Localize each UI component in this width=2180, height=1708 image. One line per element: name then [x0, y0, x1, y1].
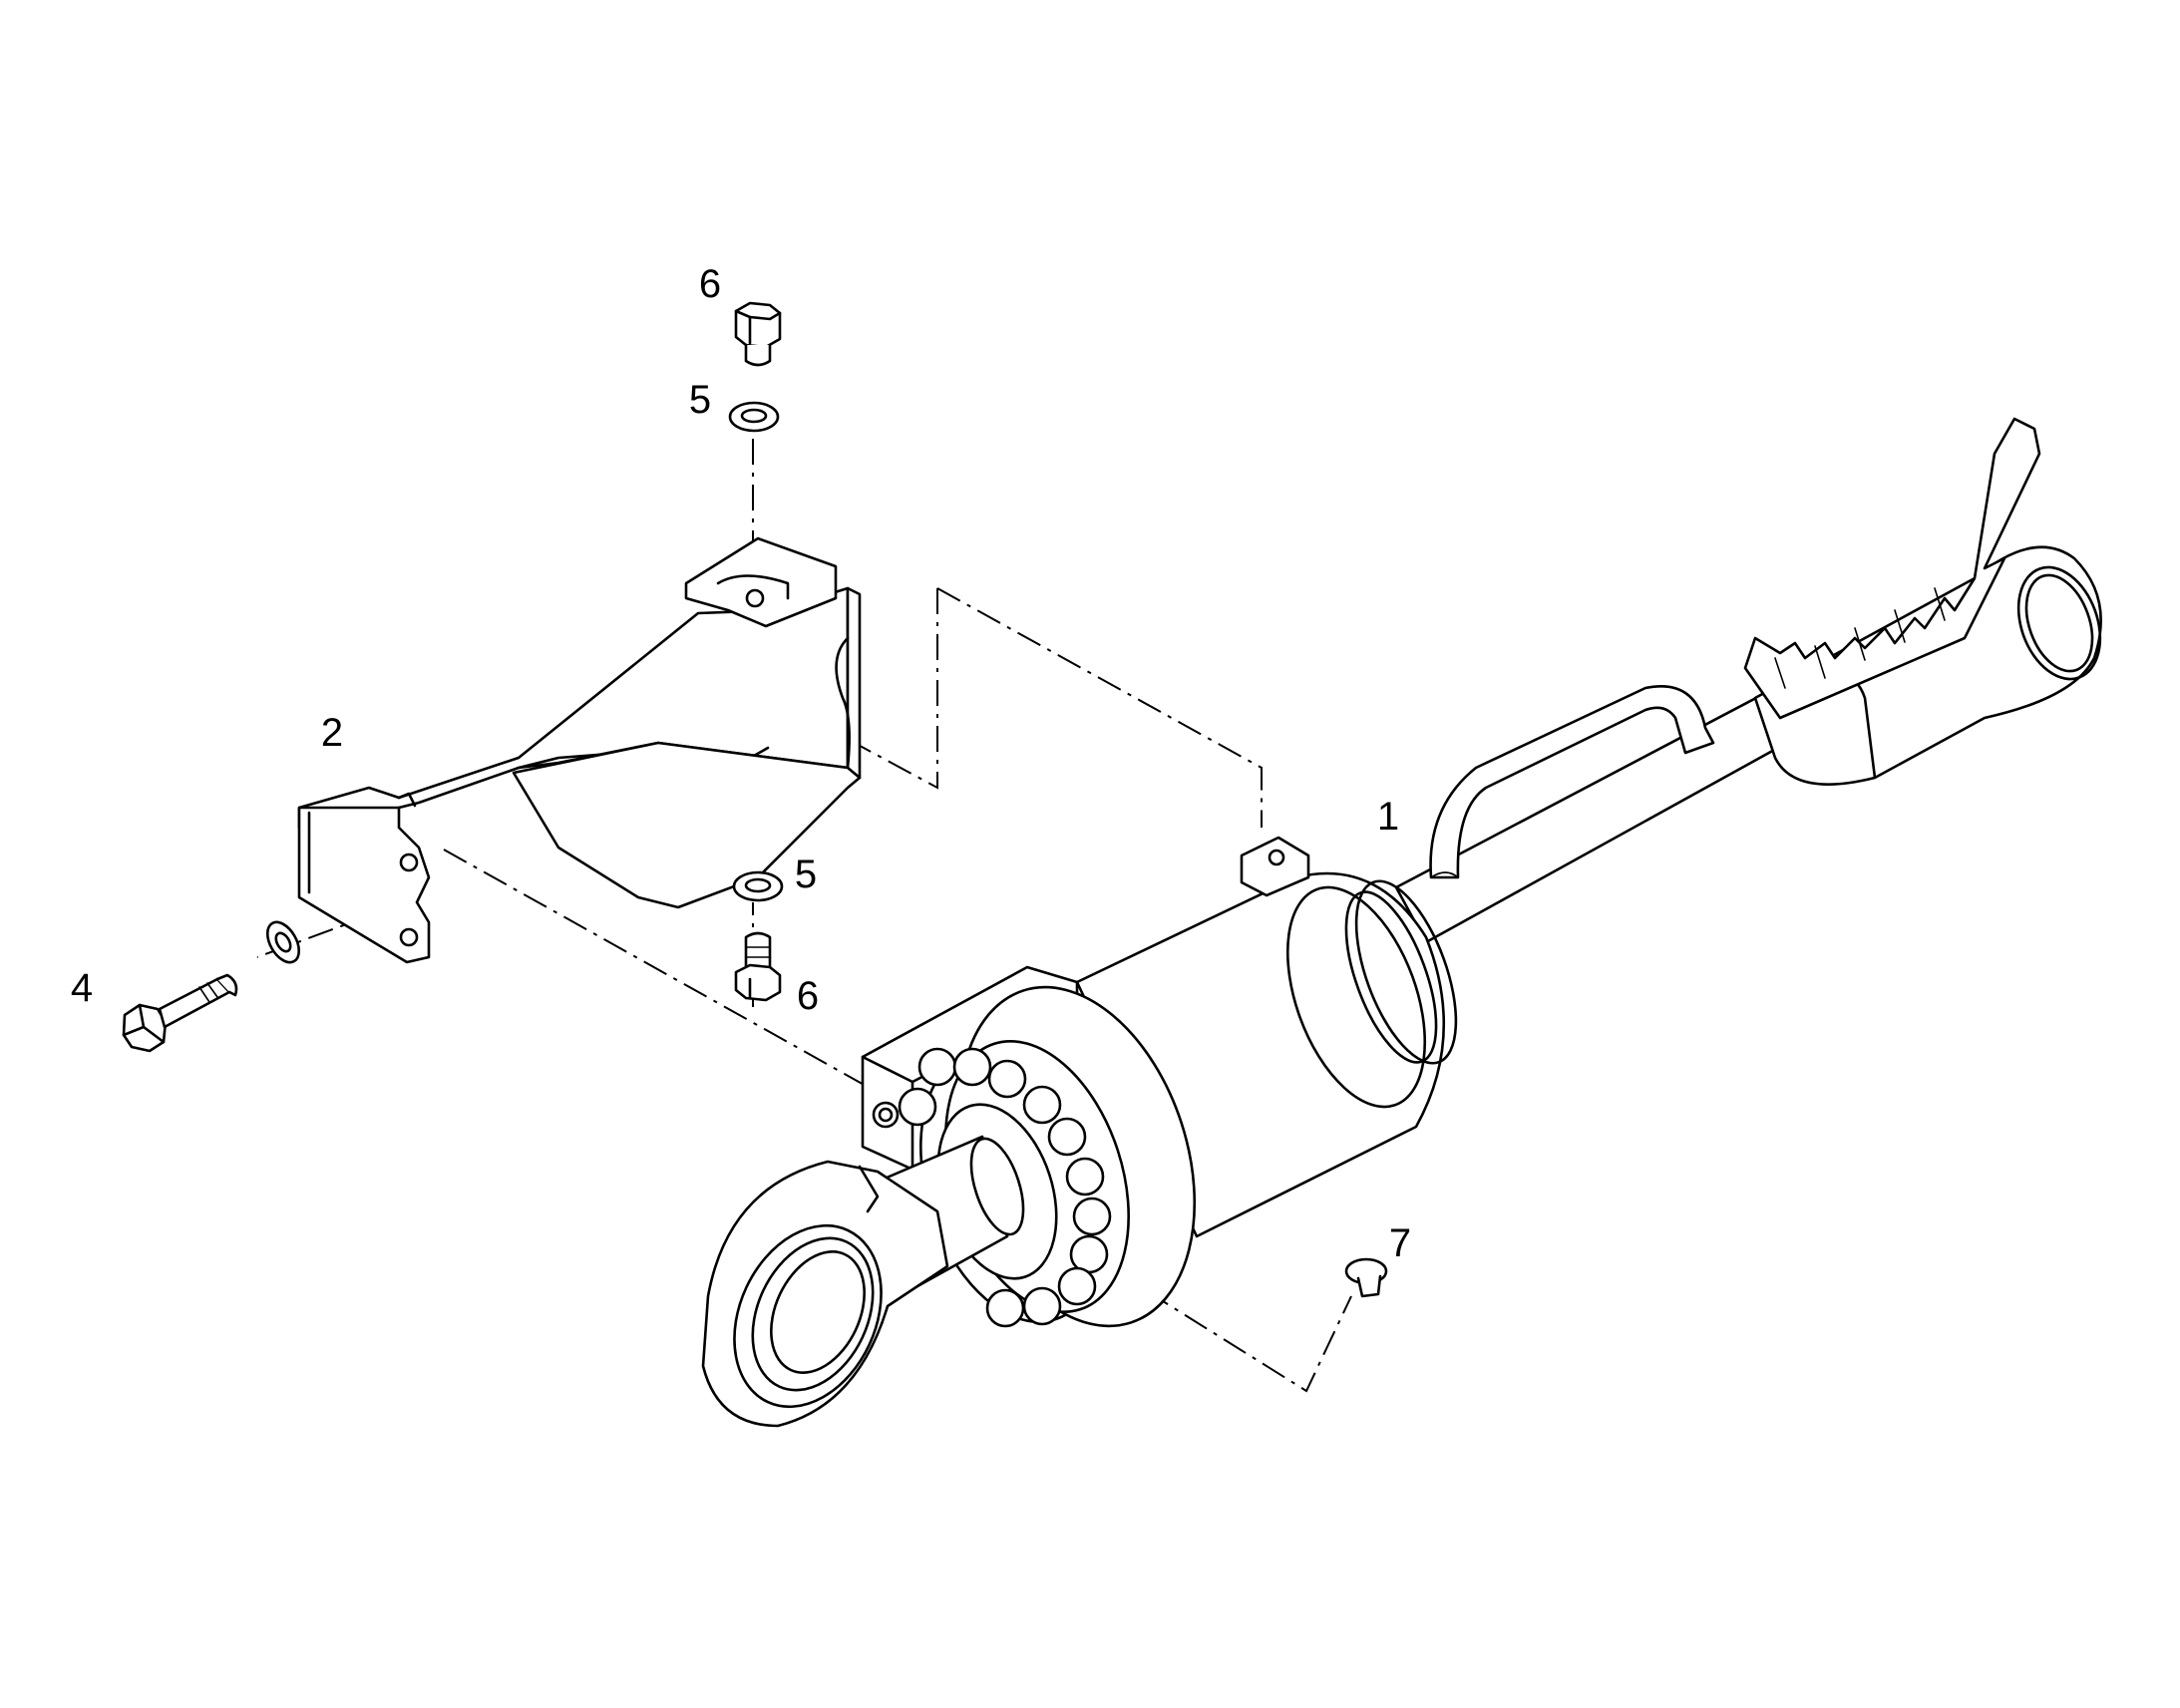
callout-7: 7 [1389, 1221, 1411, 1265]
callout-5-bottom: 5 [795, 853, 817, 896]
hex-screw-top [734, 301, 782, 367]
callout-6-top: 6 [699, 262, 721, 306]
hydraulic-cylinder [701, 417, 2102, 1428]
callout-2: 2 [321, 711, 343, 755]
callout-6-bottom: 6 [797, 974, 819, 1018]
flange-bolts [898, 1047, 1112, 1328]
bolt-washer [265, 920, 301, 964]
callout-4: 4 [71, 966, 93, 1010]
plug [1344, 1257, 1388, 1298]
bolt [122, 973, 238, 1053]
bracket [297, 536, 862, 964]
washer-bottom [732, 870, 784, 902]
hex-screw-bottom [734, 931, 782, 1002]
washer-top [728, 401, 780, 433]
callout-1: 1 [1377, 795, 1399, 839]
callout-5-top: 5 [689, 378, 711, 422]
callouts: 1 2 4 5 5 6 6 7 [71, 262, 1411, 1265]
